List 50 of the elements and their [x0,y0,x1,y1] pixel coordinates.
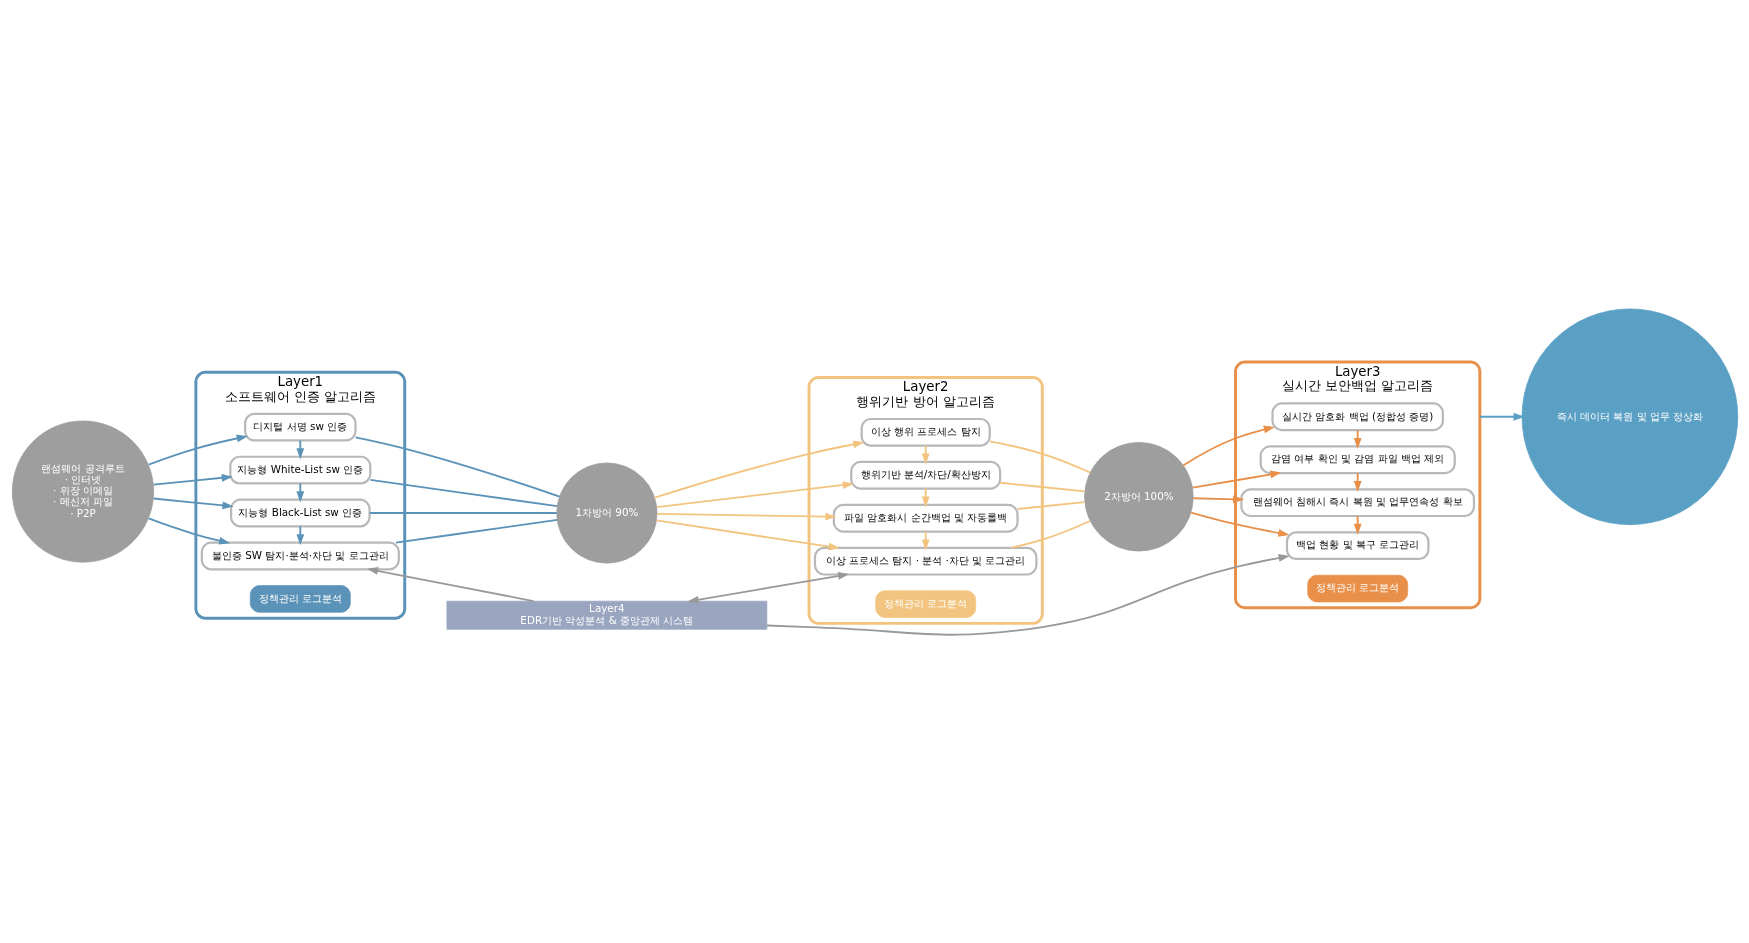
node-box: 지능형 White-List sw 인증 [228,455,371,485]
connector [368,511,558,514]
arrow [366,566,534,602]
arrow [655,480,854,508]
node-box: 파일 암호화시 순간백업 및 자동롤백 [832,503,1019,533]
arrow [765,553,1290,636]
node-box: 실시간 암호화 백업 (정합성 증명) [1270,401,1444,431]
arrow [1353,514,1362,535]
node-box: 감염 여부 확인 및 감염 파일 백업 제외 [1259,444,1456,474]
node-circle: 즉시 데이터 복원 및 업무 정상화 [1521,308,1738,525]
connector [394,518,558,544]
node-box: 지능형 Black-List sw 인증 [229,498,371,527]
arrow [1353,428,1362,449]
arrow [1189,511,1289,537]
connector [998,481,1086,492]
arrow [295,525,304,545]
arrow [687,571,849,604]
arrow [1191,494,1244,503]
connector [1016,500,1086,510]
node-box: 정책관리 로그분석 [1306,574,1408,602]
arrow [152,497,234,509]
arrow [655,519,840,550]
node-box: 이상 행위 프로세스 탐지 [860,417,991,447]
arrow [295,482,304,502]
arrow [1353,471,1362,492]
node-circle: 1차방어 90% [555,462,657,564]
node-box: 이상 프로세스 탐지 · 분석 ·차단 및 로그관리 [813,546,1037,576]
arrow [921,444,930,465]
arrow [1182,425,1275,466]
node-box: 정책관리 로그분석 [249,584,351,613]
connector [354,435,560,498]
arrow [147,434,248,466]
node-box: 디지털 서명 sw 인증 [243,412,357,442]
arrow [147,517,230,545]
connector [988,439,1091,473]
arrow [655,512,836,520]
node-circle: 2차방어 100% [1083,441,1194,551]
connector [369,478,558,507]
connector [1010,519,1091,549]
arrow [1191,470,1281,489]
arrow [653,440,864,499]
node-circle: 랜섬웨어 공격루트 · 인터넷 · 위장 이메일 · 메신저 파일 · P2P [11,420,154,563]
node-box: 랜섬웨어 침해시 즉시 복원 및 업무연속성 확보 [1239,487,1475,517]
node-box: 행위기반 분석/차단/확산방지 [849,460,1001,490]
node-box: 백업 현황 및 복구 로그관리 [1285,530,1429,560]
node-box: Layer4 EDR기반 악성분석 & 중앙관제 시스템 [446,600,767,630]
arrow [152,473,233,486]
arrow [1478,412,1525,421]
node-box: 정책관리 로그분석 [874,589,976,618]
node-box: 불인증 SW 탐지·분석·차단 및 로그관리 [200,541,400,570]
